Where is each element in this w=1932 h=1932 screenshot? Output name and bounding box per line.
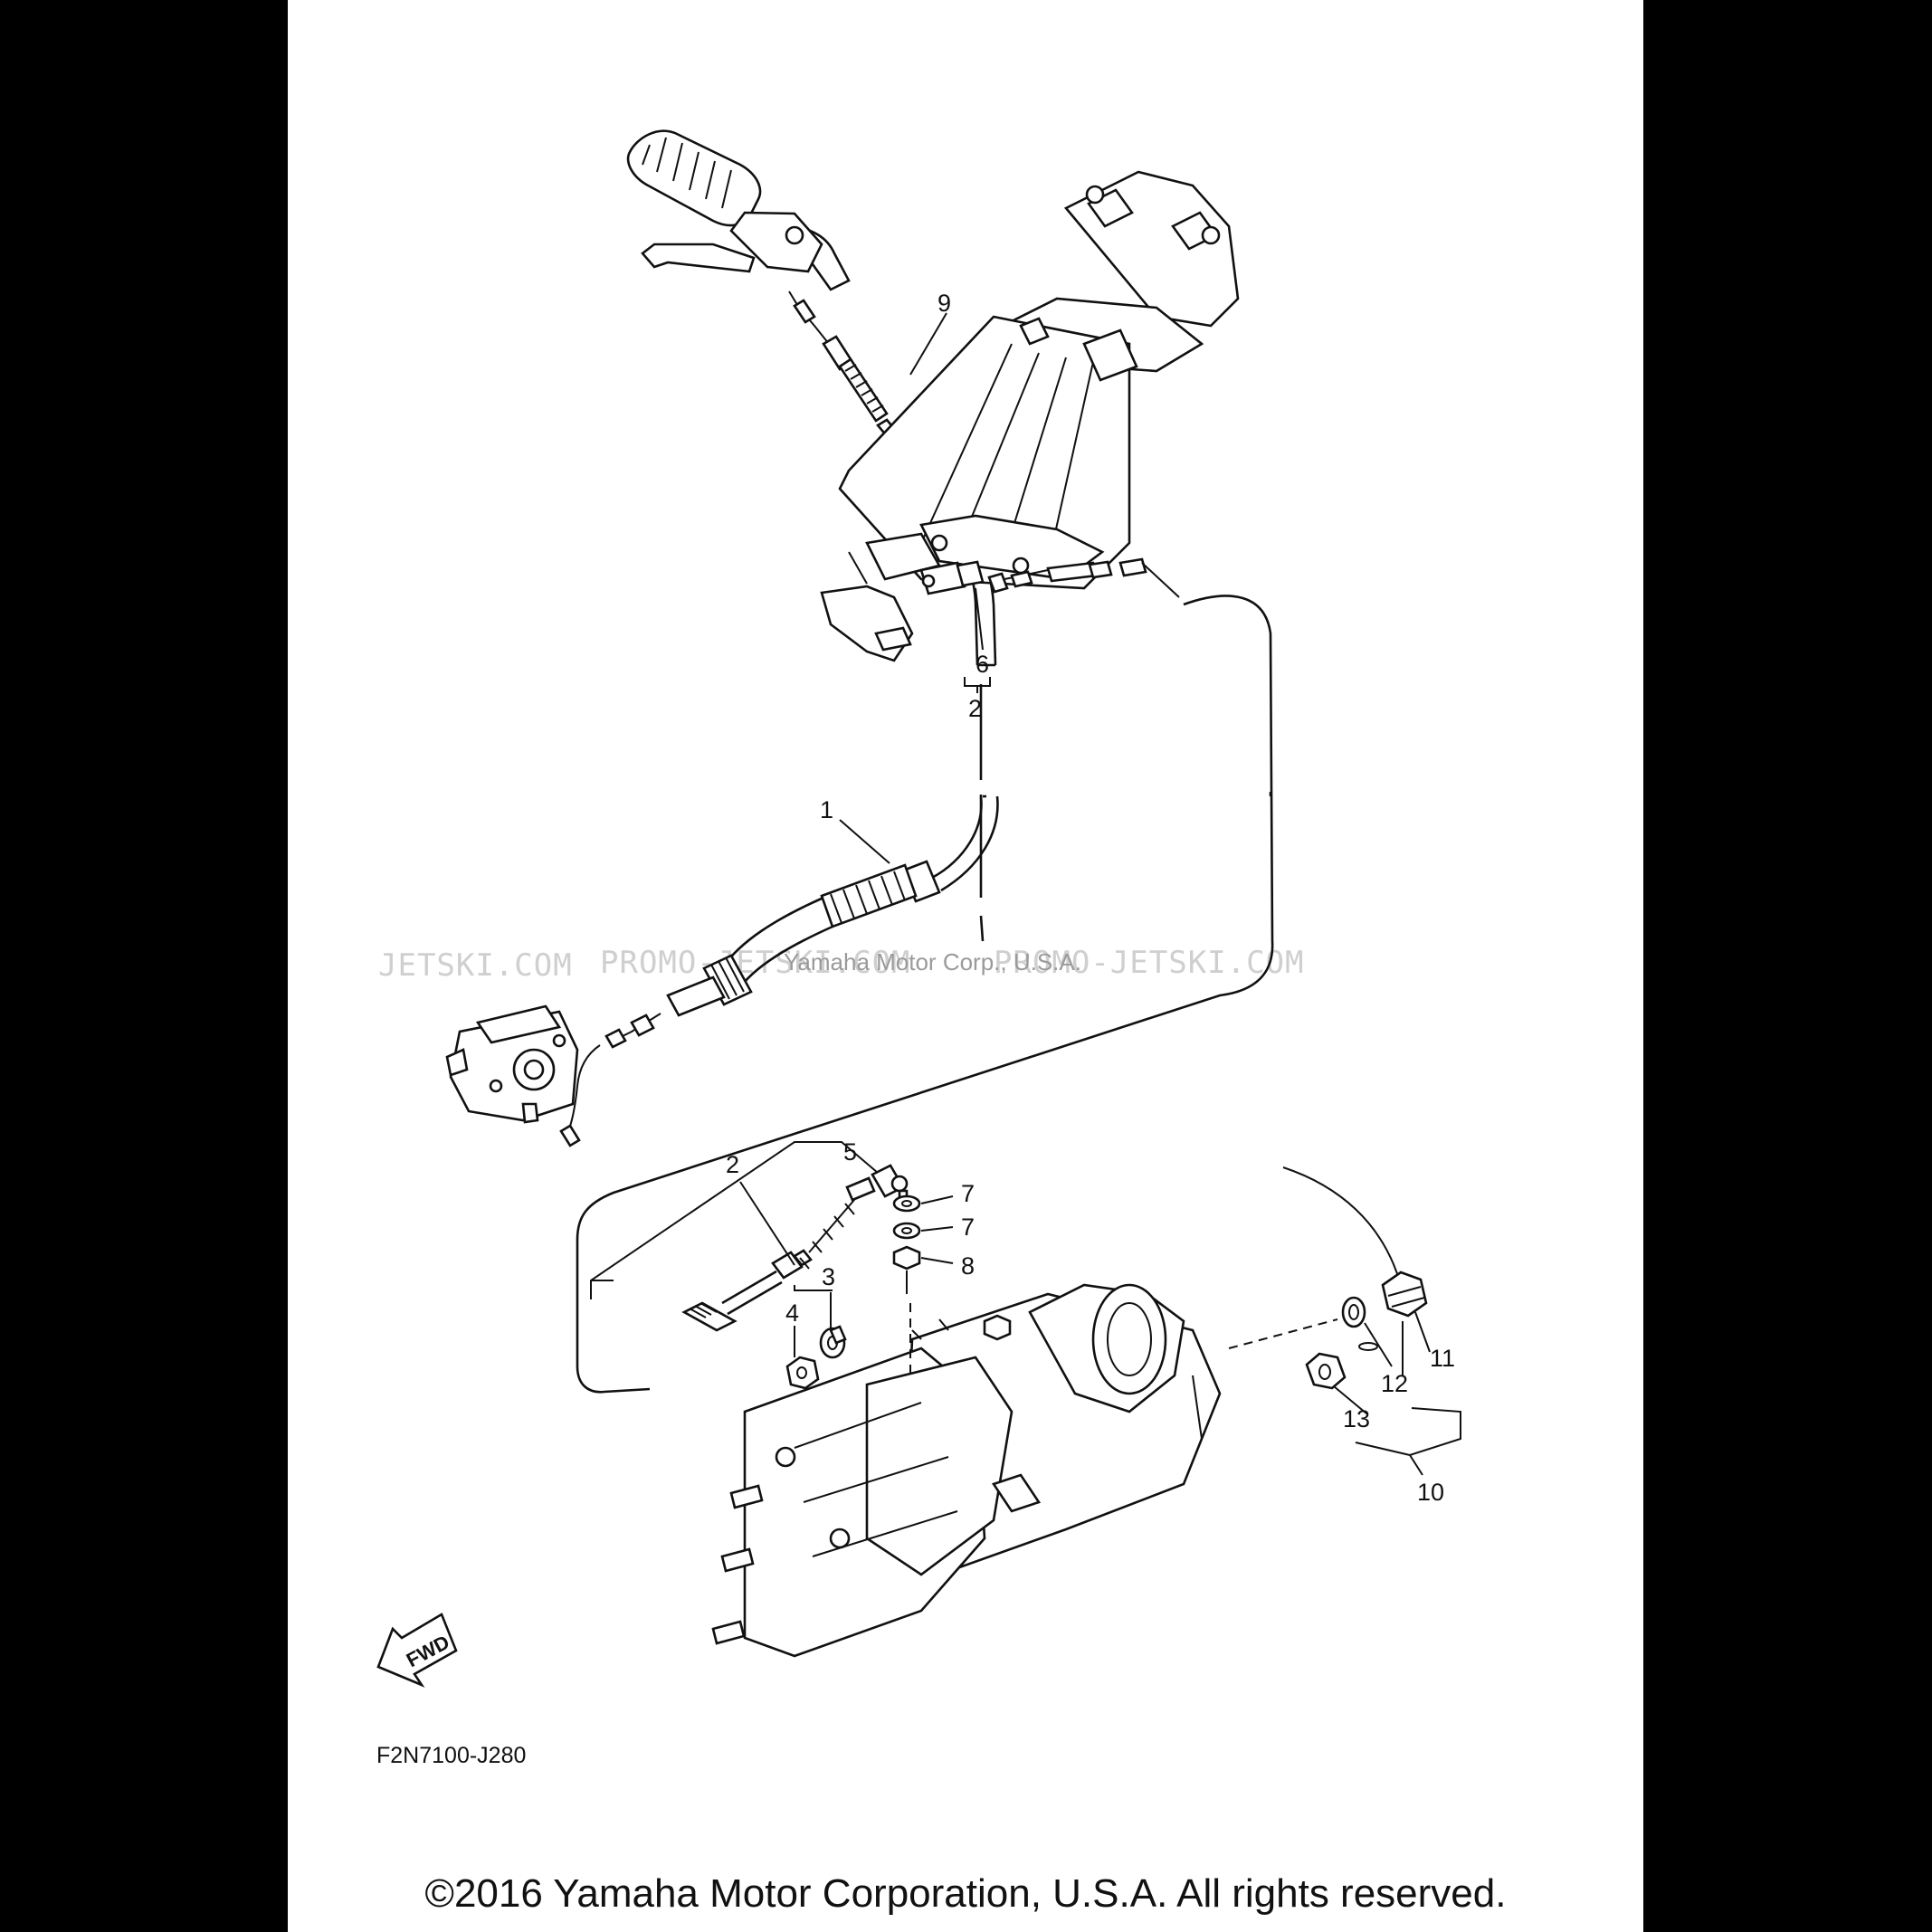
callout-3: 3 — [822, 1263, 835, 1290]
pump-housing — [711, 1283, 1222, 1658]
watermark: JETSKI.COM PROMO-JETSKI.COM PROMO-JETSKI… — [378, 945, 1305, 984]
leader-8 — [920, 1257, 954, 1264]
callout-2-lower: 2 — [726, 1151, 739, 1178]
callout-1: 1 — [820, 796, 833, 823]
parts-diagram: JETSKI.COM PROMO-JETSKI.COM PROMO-JETSKI… — [376, 129, 1461, 1768]
callout-5: 5 — [843, 1138, 857, 1166]
callout-9: 9 — [937, 290, 951, 317]
cable-2-lower — [681, 1164, 909, 1332]
diagram-sheet: JETSKI.COM PROMO-JETSKI.COM PROMO-JETSKI… — [288, 0, 1643, 1932]
nut-13 — [1305, 1352, 1347, 1390]
callout-6: 6 — [976, 651, 989, 678]
cable-1 — [559, 795, 999, 1147]
leader-11 — [1414, 1311, 1431, 1353]
outline-curve — [1282, 1166, 1404, 1304]
handlebar-grip — [626, 129, 851, 291]
leader-9 — [909, 312, 947, 376]
washers-7-8 — [892, 1194, 921, 1271]
copyright-footer: ©2016 Yamaha Motor Corporation, U.S.A. A… — [424, 1871, 1507, 1916]
bracket-3-4 — [794, 1285, 833, 1291]
drain-plug-11 — [1381, 1271, 1428, 1318]
leader-6 — [975, 587, 984, 651]
steering-column — [838, 170, 1240, 590]
watermark-middle: PROMO-JETSKI.COM — [600, 945, 911, 981]
leader-7a — [920, 1195, 954, 1204]
bracket-10 — [1355, 1407, 1461, 1476]
leader-13 — [1333, 1385, 1367, 1414]
callout-11: 11 — [1430, 1345, 1455, 1372]
leader-12 — [1364, 1322, 1393, 1367]
leader-2-lower — [739, 1181, 795, 1266]
fwd-arrow-icon: FWD — [376, 1613, 458, 1688]
watermark-right: PROMO-JETSKI.COM — [994, 945, 1305, 981]
diagram-code: F2N7100-J280 — [376, 1743, 526, 1768]
leader-5 — [590, 1141, 879, 1299]
routing-line — [576, 595, 1274, 1394]
callout-10: 10 — [1417, 1479, 1444, 1506]
watermark-left: JETSKI.COM — [378, 947, 573, 984]
gasket-12 — [1341, 1296, 1366, 1328]
o-ring-shadow — [1358, 1342, 1378, 1351]
cable-2-upper — [987, 557, 1180, 598]
leader-1 — [839, 819, 890, 864]
bracket-6-2 — [964, 677, 991, 693]
callout-7a: 7 — [961, 1180, 975, 1207]
leader-7b — [920, 1226, 954, 1232]
callout-12: 12 — [1381, 1370, 1408, 1397]
ball-joint-6 — [919, 560, 985, 595]
drain-axis — [1228, 1318, 1338, 1349]
steering-arm — [820, 551, 914, 662]
callout-2-upper: 2 — [968, 695, 982, 722]
watermark-overlay: Yamaha Motor Corp., U.S.A. — [784, 948, 1081, 976]
callout-8: 8 — [961, 1252, 975, 1280]
callout-13: 13 — [1343, 1405, 1370, 1432]
carburetor — [445, 1004, 579, 1124]
callout-7b: 7 — [961, 1213, 975, 1241]
callout-4: 4 — [785, 1299, 799, 1327]
